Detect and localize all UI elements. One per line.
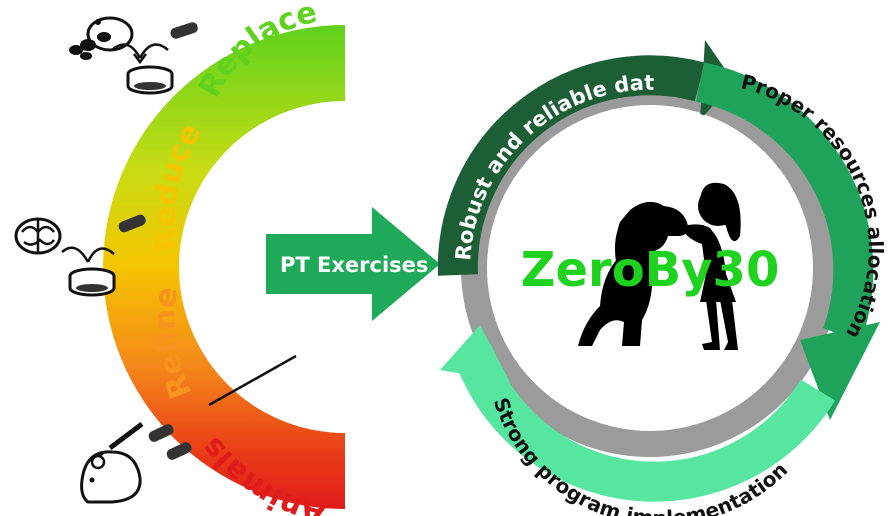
refine-animals-divider [208,354,297,407]
pill-capsule-icon [118,214,146,233]
robust-data-segment [437,55,706,276]
dog-and-child-silhouette-icon [578,182,741,350]
program-implementation-segment [453,343,836,502]
three-rs-gradient-arc [103,25,345,509]
merge-arrows-icon [61,246,115,263]
segment-arrow-head [800,322,880,420]
resources-allocation-segment [695,62,874,342]
pt-exercises-arrow [266,207,440,321]
brain-organoid-icon [14,217,62,255]
petri-dish-icon [126,65,174,95]
pill-capsule-icon [148,424,192,460]
mouse-syringe-icon [80,422,144,504]
segment-arrow-head [440,325,510,382]
cell-culture-icon [69,16,134,60]
arrow-head-icon [133,53,147,65]
center-title: ZeroBy30 [521,242,780,298]
petri-dish-icon [68,267,116,297]
merge-arrows-icon [111,43,169,59]
pt-exercises-label: PT Exercises [280,253,428,277]
pill-capsule-icon [170,22,198,39]
